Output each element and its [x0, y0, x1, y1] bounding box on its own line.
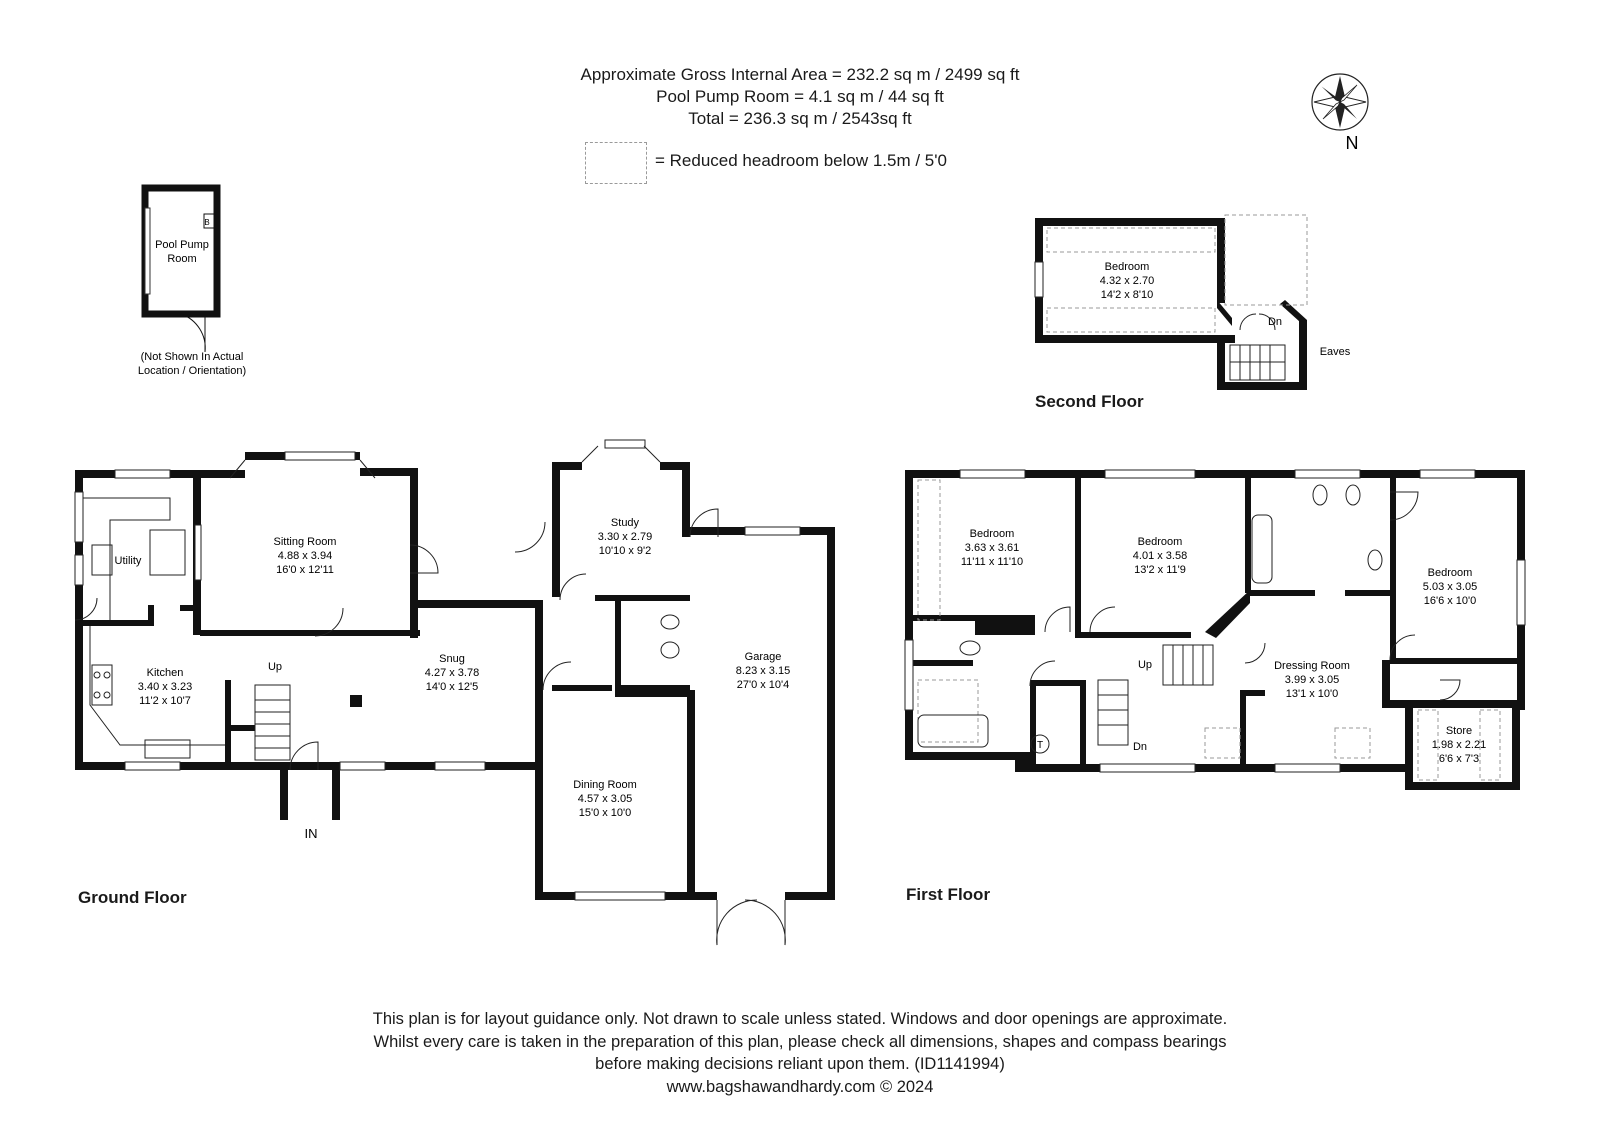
kitchen-label: Kitchen 3.40 x 3.23 11'2 x 10'7 — [138, 667, 192, 707]
svg-text:16'0 x 12'11: 16'0 x 12'11 — [276, 564, 334, 576]
svg-text:Study: Study — [611, 517, 640, 529]
svg-text:Snug: Snug — [439, 653, 465, 665]
svg-text:Kitchen: Kitchen — [147, 667, 184, 679]
svg-text:3.40 x 3.23: 3.40 x 3.23 — [138, 681, 192, 693]
svg-text:16'6 x 10'0: 16'6 x 10'0 — [1424, 595, 1477, 607]
svg-text:14'2 x 8'10: 14'2 x 8'10 — [1101, 289, 1154, 301]
svg-text:Dressing Room: Dressing Room — [1274, 660, 1350, 672]
eaves-label: Eaves — [1320, 346, 1351, 358]
svg-text:Bedroom: Bedroom — [1105, 261, 1150, 273]
gross-area-line: Approximate Gross Internal Area = 232.2 … — [580, 65, 1020, 84]
pool-note-line1: (Not Shown In Actual — [141, 351, 244, 363]
total-area-line: Total = 236.3 sq m / 2543sq ft — [688, 109, 912, 128]
svg-text:27'0 x 10'4: 27'0 x 10'4 — [737, 679, 790, 691]
dressing-room-label: Dressing Room 3.99 x 3.05 13'1 x 10'0 — [1274, 660, 1350, 700]
svg-text:5.03 x 3.05: 5.03 x 3.05 — [1423, 581, 1477, 593]
website-copyright: www.bagshawandhardy.com © 2024 — [666, 1077, 934, 1096]
entrance-in-label: IN — [305, 826, 318, 841]
ground-floor-label: Ground Floor — [78, 888, 187, 907]
sitting-room-label: Sitting Room 4.88 x 3.94 16'0 x 12'11 — [274, 536, 337, 576]
svg-text:4.88 x 3.94: 4.88 x 3.94 — [278, 550, 332, 562]
compass-rose-icon — [1311, 73, 1369, 131]
svg-text:4.32 x 2.70: 4.32 x 2.70 — [1100, 275, 1154, 287]
disclaimer: This plan is for layout guidance only. N… — [0, 1008, 1600, 1098]
garage-label: Garage 8.23 x 3.15 27'0 x 10'4 — [736, 651, 790, 691]
study-label: Study 3.30 x 2.79 10'10 x 9'2 — [598, 517, 652, 557]
svg-text:13'2 x 11'9: 13'2 x 11'9 — [1134, 564, 1186, 576]
disclaimer-line2: Whilst every care is taken in the prepar… — [373, 1032, 1227, 1051]
first-stairs-down-label: Dn — [1133, 741, 1147, 753]
compass-north-label: N — [1346, 133, 1359, 153]
svg-text:8.23 x 3.15: 8.23 x 3.15 — [736, 665, 790, 677]
second-floor-plan — [1035, 218, 1307, 390]
disclaimer-line1: This plan is for layout guidance only. N… — [372, 1010, 1228, 1028]
bedroom-4-label: Bedroom 4.32 x 2.70 14'2 x 8'10 — [1100, 261, 1154, 301]
second-stairs-down-label: Dn — [1268, 316, 1282, 328]
pool-area-line: Pool Pump Room = 4.1 sq m / 44 sq ft — [656, 87, 944, 106]
bedroom-2-label: Bedroom 4.01 x 3.58 13'2 x 11'9 — [1133, 536, 1187, 576]
first-floor-plan — [905, 470, 1525, 790]
pool-pump-room-name: Pool Pump — [155, 239, 209, 251]
svg-text:Store: Store — [1446, 725, 1472, 737]
svg-text:Garage: Garage — [745, 651, 782, 663]
dining-room-label: Dining Room 4.57 x 3.05 15'0 x 10'0 — [573, 779, 637, 819]
ground-stairs-up-label: Up — [268, 661, 282, 673]
second-floor-label: Second Floor — [1035, 392, 1144, 411]
first-stairs-up-label: Up — [1138, 659, 1152, 671]
second-floor-fixtures — [1034, 214, 1308, 381]
water-tank-label: T — [1037, 740, 1043, 751]
svg-text:Bedroom: Bedroom — [1138, 536, 1183, 548]
svg-text:Bedroom: Bedroom — [1428, 567, 1473, 579]
ground-floor-fixtures — [74, 439, 801, 946]
svg-text:11'2 x 10'7: 11'2 x 10'7 — [139, 695, 191, 707]
bedroom-3-label: Bedroom 5.03 x 3.05 16'6 x 10'0 — [1423, 567, 1477, 607]
svg-text:4.27 x 3.78: 4.27 x 3.78 — [425, 667, 479, 679]
svg-text:3.99 x 3.05: 3.99 x 3.05 — [1285, 674, 1339, 686]
reduced-headroom-swatch — [585, 142, 647, 184]
svg-text:3.30 x 2.79: 3.30 x 2.79 — [598, 531, 652, 543]
store-label: Store 1.98 x 2.21 6'6 x 7'3 — [1432, 725, 1486, 765]
svg-text:10'10 x 9'2: 10'10 x 9'2 — [599, 545, 652, 557]
snug-label: Snug 4.27 x 3.78 14'0 x 12'5 — [425, 653, 479, 693]
svg-text:11'11 x 11'10: 11'11 x 11'10 — [961, 556, 1023, 568]
pool-pump-room-plan — [141, 184, 221, 353]
pool-note-line2: Location / Orientation) — [138, 365, 246, 377]
boiler-label: B — [204, 218, 209, 227]
svg-text:Dining Room: Dining Room — [573, 779, 637, 791]
svg-text:6'6 x 7'3: 6'6 x 7'3 — [1439, 753, 1479, 765]
svg-text:Bedroom: Bedroom — [970, 528, 1015, 540]
utility-name: Utility — [115, 555, 142, 567]
svg-text:15'0 x 10'0: 15'0 x 10'0 — [579, 807, 632, 819]
svg-text:1.98 x 2.21: 1.98 x 2.21 — [1432, 739, 1486, 751]
svg-text:13'1 x 10'0: 13'1 x 10'0 — [1286, 688, 1339, 700]
bedroom-1-label: Bedroom 3.63 x 3.61 11'11 x 11'10 — [961, 528, 1023, 568]
svg-text:4.01 x 3.58: 4.01 x 3.58 — [1133, 550, 1187, 562]
svg-text:14'0 x 12'5: 14'0 x 12'5 — [426, 681, 479, 693]
svg-text:Sitting Room: Sitting Room — [274, 536, 337, 548]
first-floor-label: First Floor — [906, 885, 991, 904]
svg-text:4.57 x 3.05: 4.57 x 3.05 — [578, 793, 632, 805]
disclaimer-line3: before making decisions reliant upon the… — [595, 1055, 1005, 1073]
svg-text:3.63 x 3.61: 3.63 x 3.61 — [965, 542, 1019, 554]
pool-pump-room-name-2: Room — [167, 253, 196, 265]
reduced-headroom-legend: = Reduced headroom below 1.5m / 5'0 — [655, 151, 947, 170]
first-floor-fixtures — [904, 469, 1526, 781]
